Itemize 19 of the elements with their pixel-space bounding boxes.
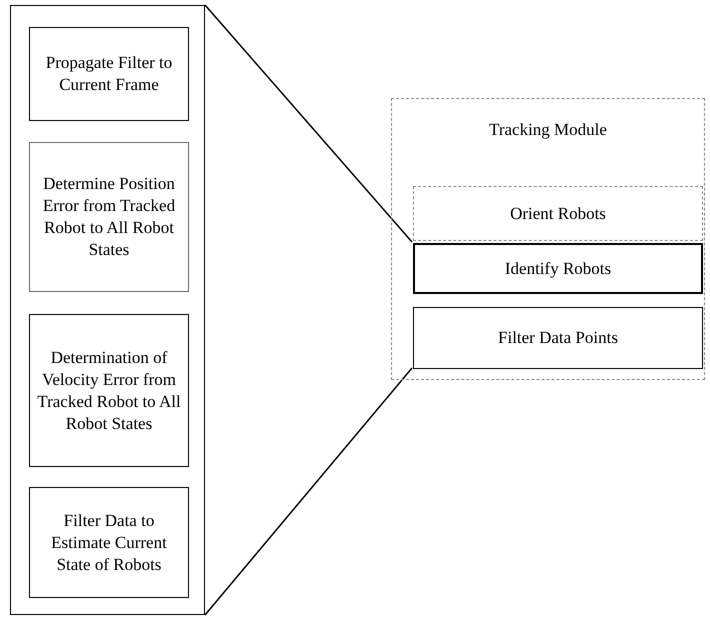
zoom-line (204, 4, 413, 242)
process-box (29, 142, 189, 292)
process-box (29, 487, 189, 598)
process-box (29, 27, 189, 121)
module-title: Tracking Module (488, 119, 608, 141)
box-label: Filter Data to Estimate Current State of Robots (50, 510, 168, 576)
process-box (413, 307, 703, 369)
box-label: Orient Robots (509, 202, 607, 224)
box-label: Filter Data Points (497, 327, 619, 349)
box-label: Identify Robots (504, 258, 612, 280)
box-label: Propagate Filter to Current Frame (44, 52, 174, 96)
zoom-line (204, 368, 413, 616)
process-box (413, 186, 703, 241)
box-label: Determine Position Error from Tracked Robot to All Robot States (42, 173, 176, 261)
process-box (29, 314, 189, 467)
module-container (391, 98, 705, 380)
detail-panel (10, 5, 205, 615)
process-box (413, 243, 703, 294)
box-label: Determination of Velocity Error from Tracked Robot to All Robot States (36, 346, 182, 434)
